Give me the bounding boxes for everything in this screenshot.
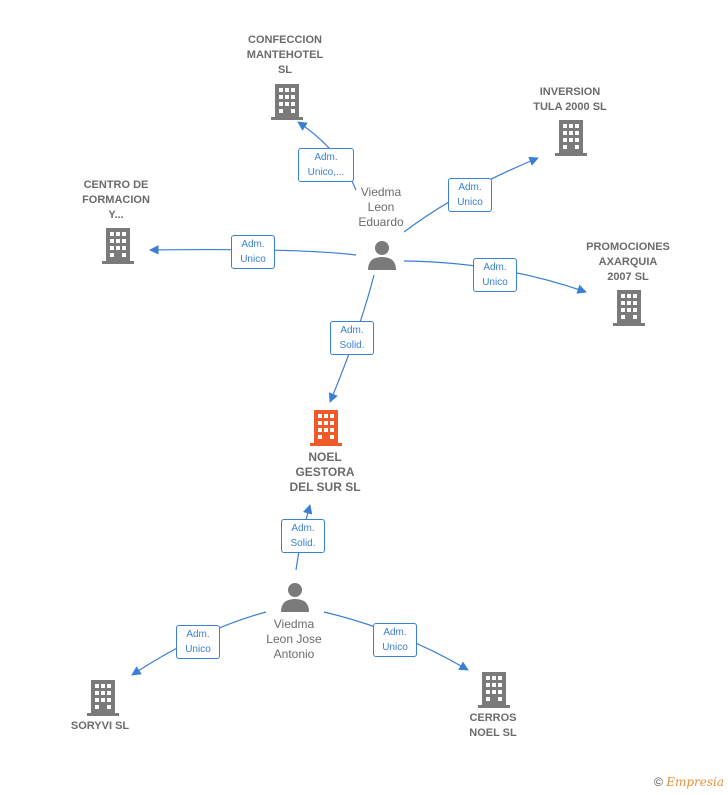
person-icon[interactable] <box>280 582 310 612</box>
relation-label[interactable]: Adm. Unico,... <box>298 148 354 182</box>
building-icon[interactable] <box>271 84 303 120</box>
relation-label[interactable]: Adm. Unico <box>473 258 517 292</box>
building-icon[interactable] <box>613 290 645 326</box>
person-label-eduardo[interactable]: Viedma Leon Eduardo <box>358 185 404 229</box>
building-icon[interactable] <box>555 120 587 156</box>
relation-label[interactable]: Adm. Unico <box>231 235 275 269</box>
brand-logo: Empresia <box>666 775 724 789</box>
company-label-soryvi[interactable]: SORYVI SL <box>70 720 130 732</box>
company-label-noel[interactable]: NOEL GESTORA DEL SUR SL <box>289 450 361 494</box>
company-label-promociones[interactable]: PROMOCIONES AXARQUIA 2007 SL <box>586 241 670 283</box>
person-icon[interactable] <box>367 240 397 270</box>
company-label-centro[interactable]: CENTRO DE FORMACION Y... <box>82 179 150 221</box>
relation-label[interactable]: Adm. Solid. <box>330 321 374 355</box>
relation-label[interactable]: Adm. Unico <box>176 625 220 659</box>
building-icon[interactable] <box>478 672 510 708</box>
relation-label[interactable]: Adm. Unico <box>448 178 492 212</box>
building-icon[interactable] <box>87 680 119 716</box>
company-label-inversion[interactable]: INVERSION TULA 2000 SL <box>533 86 607 113</box>
building-icon-highlighted[interactable] <box>310 410 342 446</box>
edge-eduardo-centro <box>149 245 357 256</box>
relation-label[interactable]: Adm. Solid. <box>281 519 325 553</box>
company-label-confeccion[interactable]: CONFECCION MANTEHOTEL SL <box>246 34 324 76</box>
company-label-cerros[interactable]: CERROS NOEL SL <box>469 712 517 739</box>
footer-brand: © Empresia <box>654 775 724 789</box>
copyright-symbol: © <box>654 775 663 789</box>
building-icon[interactable] <box>102 228 134 264</box>
person-label-antonio[interactable]: Viedma Leon Jose Antonio <box>266 617 322 661</box>
relation-label[interactable]: Adm. Unico <box>373 623 417 657</box>
